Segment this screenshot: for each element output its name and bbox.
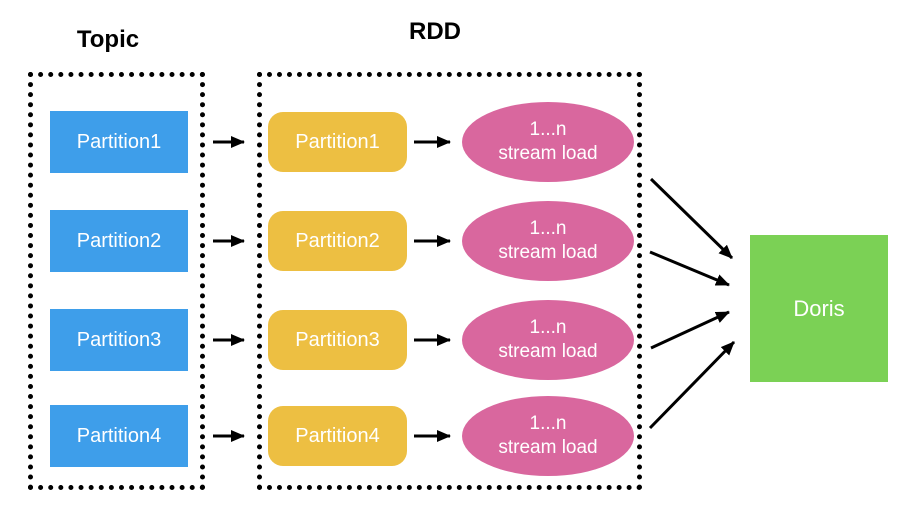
rdd-partition-3: Partition3 [268,310,407,370]
topic-partition-3: Partition3 [50,309,188,371]
rdd-partition-1: Partition1 [268,112,407,172]
stream-load-count: 1...n [529,218,567,239]
rdd-partition-2: Partition2 [268,211,407,271]
stream-load-label: stream load [498,437,598,458]
topic-partition-4: Partition4 [50,405,188,467]
arrow-streamload2-to-doris [649,250,730,287]
doris-node: Doris [750,235,888,382]
topic-partition-1: Partition1 [50,111,188,173]
arrow-streamload3-to-doris [650,310,730,350]
stream-load-ellipse-2: 1...n stream load [462,201,634,281]
stream-load-count: 1...n [529,317,567,338]
topic-group-title: Topic [76,26,140,53]
stream-load-label: stream load [498,341,598,362]
stream-load-ellipse-1: 1...n stream load [462,102,634,182]
topic-group-box [28,72,205,490]
rdd-partition-4: Partition4 [268,406,407,466]
stream-load-ellipse-3: 1...n stream load [462,300,634,380]
arrow-streamload4-to-doris [648,340,736,430]
rdd-group-title: RDD [409,18,461,45]
stream-load-label: stream load [498,143,598,164]
stream-load-count: 1...n [529,413,567,434]
topic-partition-2: Partition2 [50,210,188,272]
stream-load-label: stream load [498,242,598,263]
rdd-group-box [257,72,642,490]
arrow-streamload1-to-doris [649,177,734,260]
stream-load-ellipse-4: 1...n stream load [462,396,634,476]
stream-load-count: 1...n [529,119,567,140]
